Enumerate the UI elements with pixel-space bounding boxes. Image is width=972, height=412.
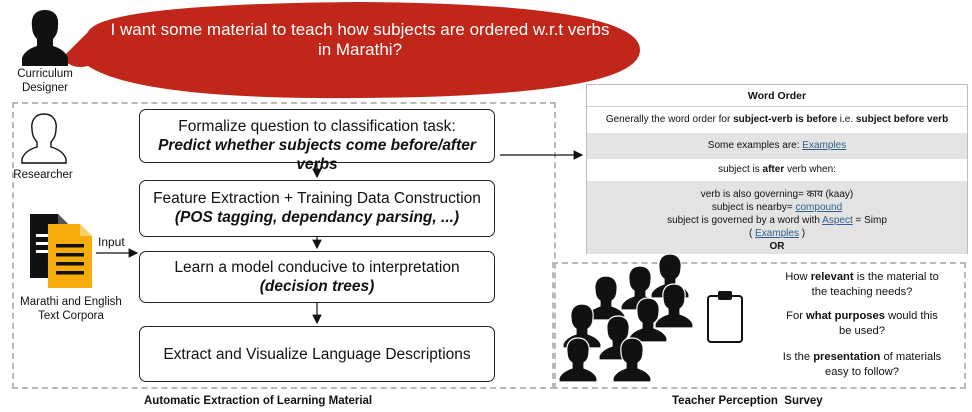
step-extract-visualize: Extract and Visualize Language Descripti… <box>139 326 495 382</box>
curriculum-designer-line-1: Curriculum <box>17 68 73 80</box>
curriculum-designer-line-2: Designer <box>21 82 69 94</box>
examples-link[interactable]: Examples <box>802 140 847 151</box>
wo-row1-b1: subject-verb is before <box>733 114 838 125</box>
condition-examples-link[interactable]: Examples <box>755 228 799 239</box>
caption-left: Automatic Extraction of Learning Materia… <box>144 395 373 407</box>
word-order-row-conditions: verb is also governing= काय (kaay) subje… <box>587 181 967 254</box>
wo-aspect-post: = Simp <box>852 215 887 226</box>
q1-bold: relevant <box>810 271 854 283</box>
wo-condition-examples: ( Examples ) <box>587 227 967 240</box>
wo-row1-b2: subject before verb <box>855 114 949 125</box>
wo-condition-nearby: subject is nearby= compound <box>587 201 967 214</box>
wo-ex-pre: ( <box>748 228 756 239</box>
wo-condition-governing: verb is also governing= काय (kaay) <box>700 189 854 200</box>
q2-pre: For <box>786 310 807 322</box>
step-extract-title: Extract and Visualize Language Descripti… <box>163 346 471 363</box>
wo-condition-aspect: subject is governed by a word with Aspec… <box>587 214 967 227</box>
wo-nearby-pre: subject is nearby= <box>711 202 796 213</box>
wo-row1-mid: i.e. <box>837 114 856 125</box>
documents-icon <box>30 214 92 288</box>
word-order-row-examples: Some examples are: Examples <box>587 133 967 159</box>
wo-or: OR <box>769 241 785 252</box>
step-learn-title: Learn a model conducive to interpretatio… <box>174 259 460 276</box>
teachers-group-icon <box>558 254 694 382</box>
curriculum-designer-icon <box>22 10 68 66</box>
wo-ex-post: ) <box>798 228 806 239</box>
word-order-row-after: subject is after verb when: <box>587 159 967 181</box>
bubble-line-1: I want some material to teach how subjec… <box>110 20 610 39</box>
q1-pre: How <box>785 271 811 283</box>
step-learn-model: Learn a model conducive to interpretatio… <box>139 251 495 303</box>
survey-question-presentation: Is the presentation of materials easy to… <box>758 350 966 380</box>
q3-bold: presentation <box>813 351 881 363</box>
step-formalize: Formalize question to classification tas… <box>139 109 495 173</box>
speech-bubble <box>62 2 640 99</box>
survey-panel <box>552 262 966 389</box>
caption-right: Teacher Perception Survey <box>672 395 823 407</box>
aspect-link[interactable]: Aspect <box>822 215 853 226</box>
wo-row2-pre: Some examples are: <box>707 140 803 151</box>
survey-question-purposes: For what purposes would this be used? <box>758 309 966 339</box>
researcher-icon <box>21 113 67 164</box>
wo-row3-pre: subject is <box>718 164 763 175</box>
q3-pre: Is the <box>782 351 814 363</box>
q3-line-2: easy to follow? <box>824 366 899 378</box>
bubble-text: I want some material to teach how subjec… <box>100 20 620 60</box>
researcher-label: Researcher <box>13 169 73 181</box>
q1-line-2: the teaching needs? <box>811 286 913 298</box>
curriculum-designer-label: Curriculum Designer <box>10 67 80 95</box>
step-feature-extraction: Feature Extraction + Training Data Const… <box>139 180 495 237</box>
step-feature-sub: (POS tagging, dependancy parsing, ...) <box>174 209 460 226</box>
step-learn-sub: (decision trees) <box>259 278 375 295</box>
wo-aspect-pre: subject is governed by a word with <box>667 215 823 226</box>
wo-row1-pre: Generally the word order for <box>605 114 734 125</box>
step-feature-title: Feature Extraction + Training Data Const… <box>153 190 481 207</box>
extraction-panel <box>12 102 556 389</box>
word-order-row-general: Generally the word order for subject-ver… <box>587 107 967 133</box>
q1-post: is the material to <box>853 271 939 283</box>
wo-row3-b: after <box>762 164 785 175</box>
word-order-table: Word Order Generally the word order for … <box>586 84 968 254</box>
q2-bold: what purposes <box>806 310 885 322</box>
corpora-line-1: Marathi and English <box>20 296 122 308</box>
corpora-label: Marathi and English Text Corpora <box>10 295 132 323</box>
compound-link[interactable]: compound <box>795 202 843 213</box>
survey-question-relevance: How relevant is the material to the teac… <box>758 270 966 300</box>
q3-post: of materials <box>880 351 942 363</box>
word-order-title: Word Order <box>587 85 967 107</box>
step-formalize-title: Formalize question to classification tas… <box>178 118 456 135</box>
input-label: Input <box>98 235 125 249</box>
step-formalize-sub: Predict whether subjects come before/aft… <box>158 137 476 173</box>
wo-row3-post: verb when: <box>784 164 836 175</box>
q2-post: would this <box>884 310 938 322</box>
corpora-line-2: Text Corpora <box>38 310 104 322</box>
q2-line-2: be used? <box>838 325 886 337</box>
bubble-line-2: in Marathi? <box>317 40 403 59</box>
clipboard-icon <box>707 291 743 343</box>
